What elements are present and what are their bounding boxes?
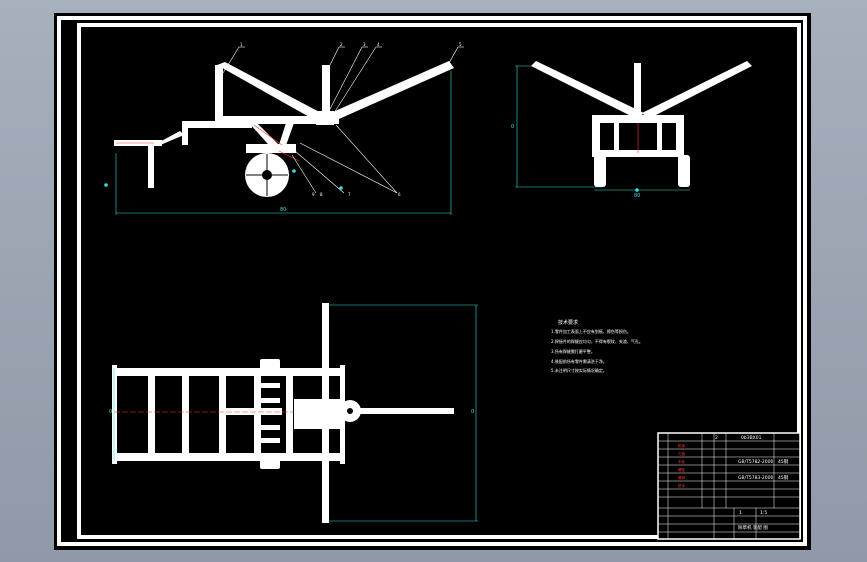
cad-viewport[interactable]: 1 2 3 4 5 9 8 7 6 80 0 80 xyxy=(54,13,811,550)
side-step-vertical xyxy=(182,121,188,145)
side-centerline-c xyxy=(278,150,300,162)
plan-cross-1 xyxy=(148,368,155,461)
rear-mid-box-right xyxy=(657,123,662,155)
plan-pivot-hole xyxy=(347,408,353,414)
side-callout-8: 8 xyxy=(320,192,323,197)
side-vertical-post xyxy=(322,65,330,120)
title-block-row-4: 螺栓 xyxy=(678,467,686,472)
title-block-row-2: 刀盘 xyxy=(678,451,686,456)
title-block-sheet: 2 xyxy=(715,435,718,441)
side-main-beam xyxy=(219,116,339,124)
rear-top-bar xyxy=(592,115,684,123)
side-callout-3: 3 xyxy=(363,42,366,47)
plan-mid-bar xyxy=(222,408,282,415)
notes-line-2: 2.焊接件的焊缝应均匀，不得有裂纹、夹渣、气孔。 xyxy=(551,338,643,344)
title-block-row-1: 机架 xyxy=(678,443,686,448)
title-block: 2 0b3BX01 机架 刀盘 车轮 螺栓 螺母 把手 GB/T5782-200… xyxy=(657,432,801,540)
rear-height-dimension: 0 xyxy=(511,124,514,130)
sheet-inner-border xyxy=(77,23,801,539)
side-callout-5: 5 xyxy=(459,42,462,47)
notes-line-4: 4.装配前所有零件需清洗干净。 xyxy=(551,358,607,364)
plan-left-dimension: 0 xyxy=(109,409,112,415)
side-diagonal-brace xyxy=(217,62,327,123)
rear-wheel-left xyxy=(594,155,606,187)
side-hitch-brace xyxy=(152,131,184,146)
plan-rung-4 xyxy=(260,438,280,443)
plan-wheel-bottom xyxy=(260,457,280,469)
title-block-part-b: GB/T5783-2000 xyxy=(738,475,774,481)
rear-handle-right xyxy=(642,61,752,119)
plan-end-post-left xyxy=(112,365,117,464)
plan-front-bar xyxy=(114,368,344,376)
plan-view xyxy=(112,303,454,523)
side-callouts xyxy=(222,46,464,194)
title-block-mat-a: 45钢 xyxy=(778,458,789,465)
side-axle-plate xyxy=(246,144,296,153)
assembly-drawing: 1 2 3 4 5 9 8 7 6 80 0 80 xyxy=(57,16,807,546)
notes-line-3: 3.所有焊缝需打磨平整。 xyxy=(551,348,595,354)
title-block-row-3: 车轮 xyxy=(678,459,686,464)
rear-upright xyxy=(634,63,641,118)
side-callout-2: 2 xyxy=(340,42,343,47)
plan-tow-bar xyxy=(354,408,454,414)
side-hitch-leg xyxy=(148,140,154,188)
side-view xyxy=(114,61,454,197)
side-upright xyxy=(215,65,223,127)
plan-rung-1 xyxy=(260,383,280,388)
title-block-mat-b: 45钢 xyxy=(778,474,789,481)
rear-mid-box-left xyxy=(614,123,619,155)
side-callout-9: 9 xyxy=(312,192,315,197)
rear-bottom-bar xyxy=(592,150,684,157)
plan-wheel-top xyxy=(260,359,280,371)
plan-dimensions xyxy=(113,304,478,522)
title-block-qty: 1 xyxy=(739,510,742,516)
notes-line-5: 5.未注明尺寸按实际情况确定。 xyxy=(551,367,607,373)
title-block-drawing-no: 0b3BX01 xyxy=(741,435,762,441)
title-block-row-5: 螺母 xyxy=(678,475,686,480)
plan-rung-3 xyxy=(260,425,280,430)
plan-rung-2 xyxy=(260,398,280,403)
plan-cross-5 xyxy=(286,368,293,461)
plan-right-dimension: 0 xyxy=(471,409,474,415)
side-callout-1: 1 xyxy=(240,42,243,47)
plan-cross-2 xyxy=(182,368,189,461)
side-centerline-b xyxy=(253,124,283,146)
side-callout-6: 6 xyxy=(398,192,401,197)
plan-rear-bar xyxy=(114,453,344,461)
side-joint-block xyxy=(316,111,334,125)
notes-title: 技术要求 xyxy=(558,319,578,326)
side-handle xyxy=(326,61,454,123)
side-callout-4: 4 xyxy=(377,42,380,47)
rear-view xyxy=(531,61,752,187)
plan-gearbox xyxy=(294,399,342,429)
side-width-dimension: 80 xyxy=(280,207,286,213)
rear-wheel-right xyxy=(678,155,690,187)
title-block-row-6: 把手 xyxy=(678,483,686,488)
rear-left-post xyxy=(592,115,600,157)
title-block-part-a: GB/T5782-2000 xyxy=(738,459,774,465)
rear-right-post xyxy=(676,115,684,157)
sheet-outer-border xyxy=(57,16,807,546)
rear-width-dimension: 80 xyxy=(634,193,640,199)
notes-line-1: 1.零件加工表面上不应有划痕、擦伤等损伤。 xyxy=(551,328,631,334)
rear-handle-left xyxy=(531,61,644,119)
title-block-scale: 1:5 xyxy=(760,510,767,516)
rear-dimensions xyxy=(515,65,690,192)
title-block-name: 除草机 装配 图 xyxy=(738,524,768,531)
side-callout-7: 7 xyxy=(348,192,351,197)
side-dimensions xyxy=(104,71,452,215)
